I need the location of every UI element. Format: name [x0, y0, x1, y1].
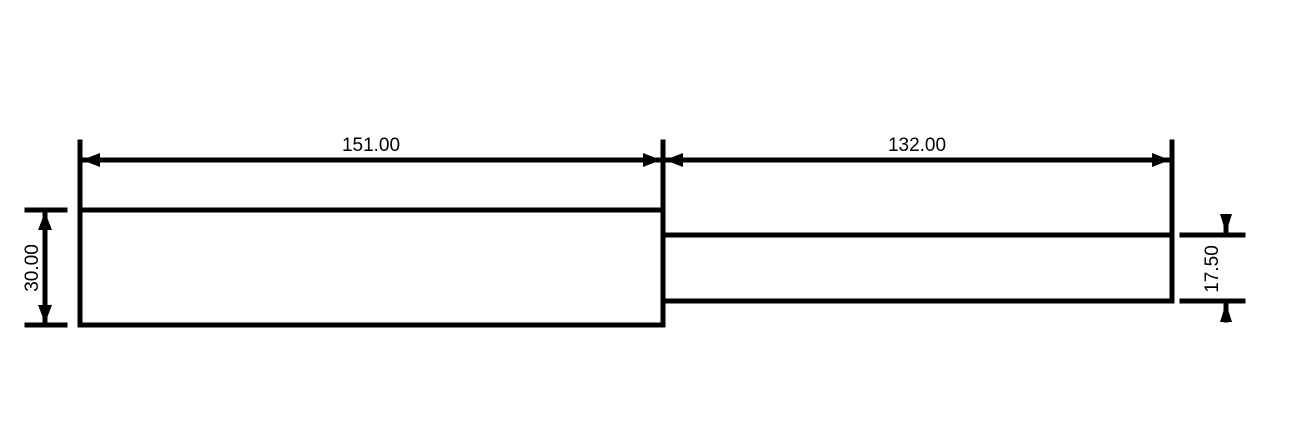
arrowhead-1750-upper: [1220, 214, 1232, 233]
dimension-label-132: 132.00: [888, 135, 946, 156]
arrowhead-151-left: [82, 153, 100, 167]
right-section-outline: [660, 232, 1175, 304]
left-section-outline: [77, 207, 666, 328]
dimension-label-30: 30.00: [22, 244, 43, 292]
dimension-label-151: 151.00: [342, 135, 400, 156]
arrowhead-1750-lower: [1220, 303, 1232, 322]
arrowhead-151-right: [643, 153, 661, 167]
arrowhead-132-left: [665, 153, 683, 167]
arrowhead-30-bottom: [38, 305, 52, 323]
dimension-label-1750: 17.50: [1202, 245, 1223, 293]
arrowhead-132-right: [1152, 153, 1170, 167]
arrowhead-30-top: [38, 212, 52, 230]
